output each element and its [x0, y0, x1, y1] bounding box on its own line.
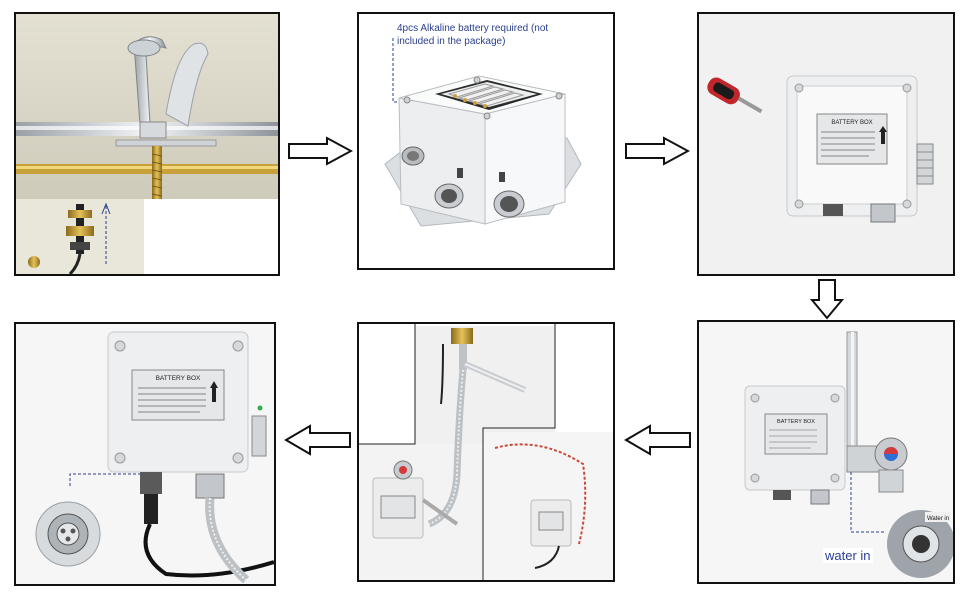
step4-panel: BATTERY BOX Water in water in [697, 320, 955, 584]
arrow-left-icon [624, 424, 691, 456]
step4-illustration: BATTERY BOX Water in [699, 322, 953, 582]
step6-illustration: BATTERY BOX [16, 324, 274, 584]
step1-panel [14, 12, 280, 276]
step3-illustration: BATTERY BOX [699, 14, 953, 274]
step3-panel: BATTERY BOX [697, 12, 955, 276]
step6-panel: BATTERY BOX [14, 322, 276, 586]
battery-box-illustration [384, 38, 582, 227]
arrow-down-icon [810, 279, 844, 320]
arrow-left-icon [284, 424, 351, 456]
step1-illustration [16, 14, 278, 274]
step5-illustration [359, 324, 613, 580]
arrow-right-icon [625, 136, 690, 166]
battery-box-label: BATTERY BOX [777, 419, 815, 425]
battery-note: 4pcs Alkaline battery required (not incl… [397, 22, 548, 48]
battery-note-line2: included in the package) [397, 36, 506, 47]
battery-box-label: BATTERY BOX [156, 375, 201, 382]
step2-panel: 4pcs Alkaline battery required (not incl… [357, 12, 615, 270]
battery-box-label: BATTERY BOX [831, 120, 872, 126]
water-in-label: water in [823, 548, 873, 563]
step5-panel [357, 322, 615, 582]
inlet-tag: Water in [927, 516, 949, 522]
battery-note-line1: 4pcs Alkaline battery required (not [397, 23, 549, 34]
arrow-right-icon [288, 136, 353, 166]
